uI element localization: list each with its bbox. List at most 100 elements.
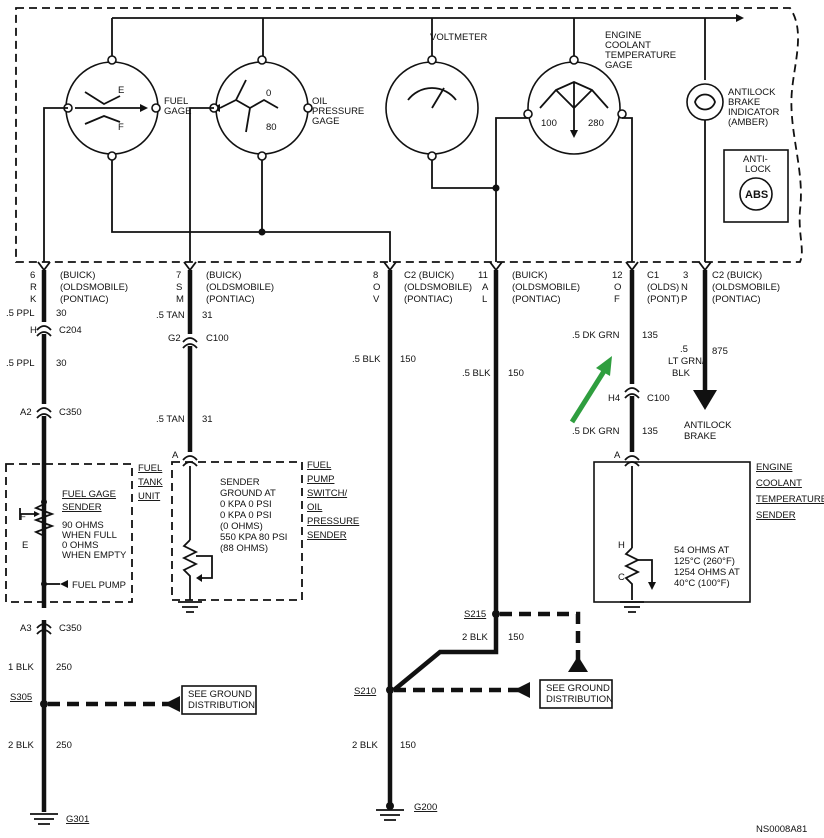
pin-11-buick: (BUICK) <box>512 270 547 281</box>
ect-sender-resistor <box>623 547 656 600</box>
fuel-sender-spec-3: 0 OHMS <box>62 540 98 551</box>
abs-indicator-label-1: ANTILOCK <box>728 87 776 98</box>
pin-letter-r: R <box>30 282 37 293</box>
fuel-sender-title-2: SENDER <box>62 502 102 513</box>
pin-letter-v: V <box>373 294 380 305</box>
cluster-wire-fuel <box>43 107 68 262</box>
cluster-wire-volt <box>431 160 497 262</box>
wire-875-label-b: LT GRN/ <box>668 356 705 367</box>
wire-250-label-b: 2 BLK <box>8 740 35 751</box>
pin-letter-p: P <box>681 294 687 305</box>
oil-switch-title-6: SENDER <box>307 530 347 541</box>
pin-12-c1: C1 <box>647 270 659 281</box>
ground-ect-sender <box>620 601 644 613</box>
splice-s305-label: S305 <box>10 692 32 703</box>
wire-30-num-a: 30 <box>56 308 67 319</box>
abs-indicator-label-2: BRAKE <box>728 97 760 108</box>
s215-ground-lead <box>500 611 581 662</box>
wire-31-num-a: 31 <box>202 310 213 321</box>
ect-sender-mark-c: C <box>618 572 625 583</box>
wire-135-num-a: 135 <box>642 330 658 341</box>
wire-150-num-d: 150 <box>400 740 416 751</box>
ect-sender-spec-3: 1254 OHMS AT <box>674 567 740 578</box>
c204-label: C204 <box>59 325 82 336</box>
wire-circuit-150-volt <box>392 270 499 692</box>
pin-number-11: 11 <box>478 270 488 281</box>
voltmeter <box>385 55 479 161</box>
wire-150-num-c: 150 <box>508 632 524 643</box>
oil-gage-label-2: PRESSURE <box>312 106 364 117</box>
cluster-wire-ect-right <box>622 117 633 262</box>
pin-number-7: 7 <box>176 270 181 281</box>
wire-875-label-c: BLK <box>672 368 691 379</box>
pin-11-pontiac: (PONTIAC) <box>512 294 561 305</box>
abs-badge: ANTI- LOCK ABS <box>723 149 789 223</box>
abs-indicator-lamp <box>686 83 724 262</box>
wire-31-label-b: .5 TAN <box>156 414 185 425</box>
see-ground-box-right <box>539 679 613 709</box>
s215-ground-arrow <box>568 656 588 672</box>
oil-switch-title-1: FUEL <box>307 460 331 471</box>
c350-top-pin-a2: A2 <box>20 407 32 418</box>
connector-c204 <box>36 325 52 337</box>
pin-letter-o: O <box>373 282 380 293</box>
wire-250-num-a: 250 <box>56 662 72 673</box>
fuel-sender-mark-e: E <box>22 540 28 551</box>
instrument-cluster-border <box>15 7 803 263</box>
wire-135-num-b: 135 <box>642 426 658 437</box>
wire-150-label-b: .5 BLK <box>462 368 491 379</box>
pin-7-pontiac: (PONTIAC) <box>206 294 255 305</box>
fuel-tank-title-3: UNIT <box>138 491 160 502</box>
ect-sender-box <box>593 461 751 603</box>
fuel-gage-label-1: FUEL <box>164 96 188 107</box>
abs-indicator-label-3: INDICATOR <box>728 107 780 118</box>
wire-31-label-a: .5 TAN <box>156 310 185 321</box>
pin-3-pontiac: (PONTIAC) <box>712 294 761 305</box>
pin-letter-f: F <box>614 294 620 305</box>
ect-sender-title-2: COOLANT <box>756 478 802 489</box>
oil-sender-resistor <box>181 539 213 600</box>
splice-s210-dot <box>386 686 394 694</box>
ect-sender-pin-a: A <box>614 450 621 461</box>
pin-12-olds: (OLDS) <box>647 282 679 293</box>
fuel-sender-mark-f: F <box>20 512 26 523</box>
fuel-gage: E F <box>63 55 161 161</box>
ect-gage-label-3: TEMPERATURE <box>605 50 676 61</box>
see-ground-left-1: SEE GROUND <box>188 689 252 700</box>
pin-number-12: 12 <box>612 270 623 281</box>
c350-top-label: C350 <box>59 407 82 418</box>
abs-out-label-2: BRAKE <box>684 431 716 442</box>
oil-gage-label-3: GAGE <box>312 116 339 127</box>
see-ground-right-2: DISTRIBUTION <box>546 694 613 705</box>
splice-s210-label: S210 <box>354 686 376 697</box>
oil-pressure-gage: 0 80 <box>209 55 313 161</box>
wire-150-num-a: 150 <box>400 354 416 365</box>
connector-c100-oil <box>182 337 198 349</box>
fuel-pump-arrow <box>60 580 68 588</box>
ground-oil-sender <box>178 601 202 613</box>
pin-letter-n: N <box>681 282 688 293</box>
see-ground-box-left <box>181 685 257 715</box>
pin-8-pontiac: (PONTIAC) <box>404 294 453 305</box>
ect-sender-title-4: SENDER <box>756 510 796 521</box>
c350-bottom-label: C350 <box>59 623 82 634</box>
s210-ground-arrow <box>514 682 530 698</box>
pin-3-olds: (OLDSMOBILE) <box>712 282 780 293</box>
connector-pin-marks <box>37 261 712 272</box>
fuel-gage-label-2: GAGE <box>164 106 191 117</box>
ect-gage-mark-100: 100 <box>541 118 557 129</box>
ect-gage-label-4: GAGE <box>605 60 632 71</box>
wire-150-label-c: 2 BLK <box>462 632 489 643</box>
c100-ect-label: C100 <box>647 393 670 404</box>
wire-875-label-a: .5 <box>680 344 688 355</box>
cluster-ground-bus <box>111 160 391 262</box>
oil-sender-text-7: (88 OHMS) <box>220 543 268 554</box>
splice-s215-dot <box>492 610 500 618</box>
fuel-sender-title-1: FUEL GAGE <box>62 489 116 500</box>
cluster-wire-oil <box>189 107 214 262</box>
s305-ground-arrow <box>164 696 180 712</box>
connector-c100-ect <box>624 387 640 399</box>
ground-g200-symbol <box>376 802 404 821</box>
abs-badge-text-2: LOCK <box>745 164 772 175</box>
pin-number-6: 6 <box>30 270 35 281</box>
